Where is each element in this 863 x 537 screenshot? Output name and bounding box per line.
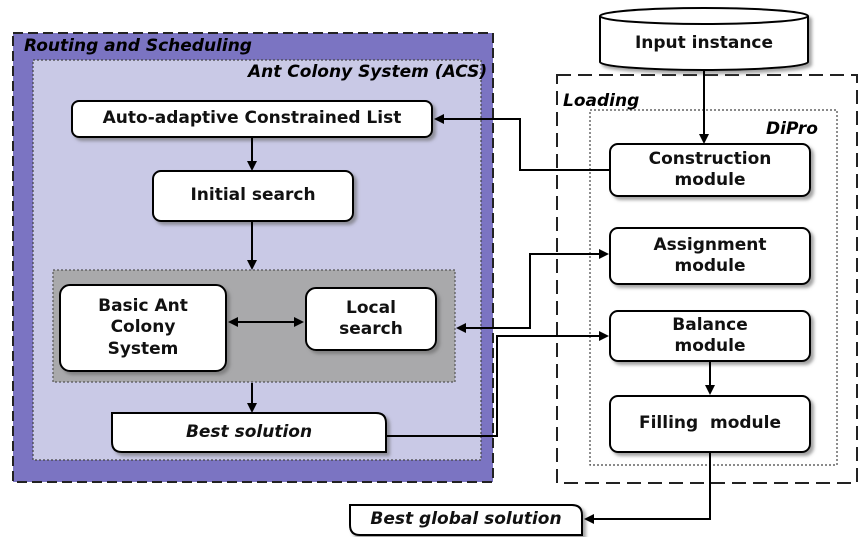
arrow-filling-to-global bbox=[584, 452, 711, 524]
filling-module-label: Filling module bbox=[638, 413, 782, 434]
input-instance-label: Input instance bbox=[634, 33, 774, 54]
basic-acs-line-2: Colony bbox=[110, 317, 176, 338]
loading-label: Loading bbox=[563, 91, 640, 111]
best-solution-label: Best solution bbox=[185, 421, 313, 442]
arrow-construction-to-list bbox=[434, 114, 610, 171]
construction-line-2: module bbox=[674, 170, 746, 190]
input-instance-cylinder bbox=[599, 7, 809, 71]
construction-module-label: Construction module bbox=[610, 144, 810, 196]
best-global-solution-label: Best global solution bbox=[370, 509, 562, 530]
routing-scheduling-label: Routing and Scheduling bbox=[24, 36, 252, 56]
balance-line-2: module bbox=[674, 336, 746, 356]
assignment-line-2: module bbox=[674, 256, 746, 276]
best-solution-box bbox=[111, 412, 387, 453]
best-global-solution-box bbox=[349, 504, 583, 536]
balance-line-1: Balance bbox=[672, 314, 748, 335]
constrained-list-label: Auto-adaptive Constrained List bbox=[102, 108, 402, 129]
basic-acs-line-3: System bbox=[107, 338, 179, 359]
construction-line-1: Construction bbox=[648, 148, 772, 169]
dipro-label: DiPro bbox=[766, 119, 818, 139]
basic-acs-box bbox=[59, 284, 227, 372]
assignment-module-label: Assignment module bbox=[610, 228, 810, 284]
local-search-line-2: search bbox=[339, 319, 403, 339]
assignment-line-1: Assignment bbox=[653, 234, 767, 255]
constrained-list-box bbox=[71, 100, 433, 138]
local-search-box bbox=[305, 287, 437, 351]
basic-acs-label: Basic Ant Colony System bbox=[60, 285, 226, 371]
acs-label: Ant Colony System (ACS) bbox=[248, 62, 488, 82]
initial-search-label: Initial search bbox=[190, 185, 316, 206]
balance-module-label: Balance module bbox=[610, 311, 810, 361]
local-search-line-1: Local bbox=[346, 297, 396, 318]
assignment-module-box bbox=[609, 227, 811, 285]
basic-acs-line-1: Basic Ant bbox=[98, 296, 188, 317]
arrow-best-to-balance bbox=[386, 331, 609, 437]
initial-search-box bbox=[152, 170, 354, 222]
local-search-label: Local search bbox=[306, 288, 436, 350]
arrow-local-to-assignment bbox=[456, 249, 609, 333]
